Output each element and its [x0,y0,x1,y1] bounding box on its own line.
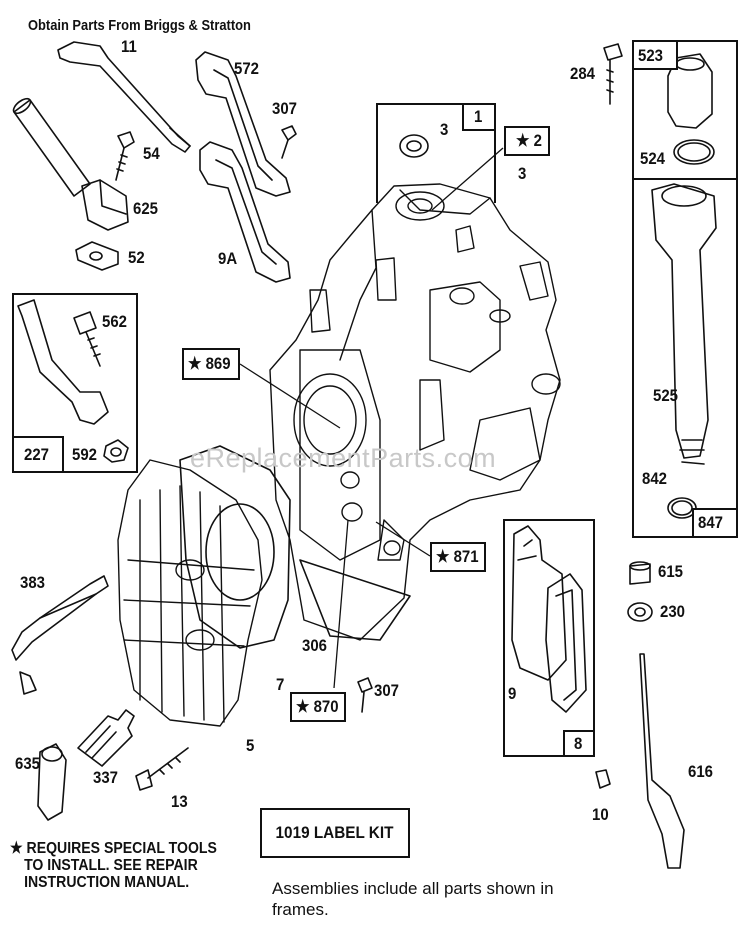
note-line-2: TO INSTALL. SEE REPAIR [24,857,198,874]
label-524: 524 [640,149,665,168]
plug-10 [595,769,611,789]
head-gasket [179,445,291,649]
frame-8 [503,519,595,757]
note-line-3: INSTRUCTION MANUAL. [24,874,190,891]
seal-230 [627,602,653,622]
label-kit-box: 1019 LABEL KIT [260,808,410,858]
boxed-text-847: 847 [698,513,723,532]
rod-616 [639,653,685,869]
label-383: 383 [20,573,45,592]
label-7: 7 [276,675,285,694]
note-line-1: ★ REQUIRES SPECIAL TOOLS [10,840,217,857]
label-9: 9 [508,684,517,703]
label-625: 625 [133,199,158,218]
boxed-text-227: 227 [24,445,49,464]
boxed-text-523: 523 [638,46,663,65]
assemblies-note: Assemblies include all parts shown in fr… [272,879,554,919]
cylinder-head-5 [117,459,263,727]
label-562: 562 [102,312,127,331]
bracket-625 [81,179,129,231]
boxed-text-8: 8 [574,734,583,753]
spark-plug-337 [77,709,135,767]
gasket-9a [199,141,291,283]
cap-524 [667,53,715,165]
boxed-text-2: ★ 2 [516,131,542,150]
boxed-label-523 [632,40,678,70]
boxed-text-869: ★ 869 [188,354,231,373]
boxed-label-869 [182,348,240,380]
label-230: 230 [660,602,685,621]
bolt-307-upper [281,125,297,159]
boxed-label-870 [290,692,346,722]
label-13: 13 [171,792,188,811]
label-5: 5 [246,736,255,755]
header-text: Obtain Parts From Briggs & Stratton [28,17,251,34]
dipstick-tube-11 [57,41,191,153]
boxed-label-871 [430,542,486,572]
boxed-text-1: 1 [474,107,483,126]
boxed-label-8 [563,730,595,757]
label-9a: 9A [218,249,238,268]
label-kit-text: 1019 LABEL KIT [276,823,394,842]
boxed-text-871: ★ 871 [436,547,479,566]
frame-227 [12,293,138,473]
oil-seal-3 [399,134,429,158]
label-3b: 3 [518,164,527,183]
bolt-307-lower [357,677,373,713]
frame-847 [632,178,738,538]
label-307-lower: 307 [374,681,399,700]
gasket-9 [511,525,567,681]
cap-615 [629,561,651,585]
boxed-text-870: ★ 870 [296,697,339,716]
boxed-label-2 [504,126,550,156]
cylinder-block [269,183,561,641]
label-615: 615 [658,562,683,581]
label-572: 572 [234,59,259,78]
label-284: 284 [570,64,595,83]
gasket-52 [75,241,119,271]
label-54: 54 [143,144,160,163]
gasket-306 [299,559,411,641]
label-52: 52 [128,248,145,267]
gasket-8 [545,573,587,713]
label-337: 337 [93,768,118,787]
nut-592 [103,439,129,463]
tool-383 [11,575,109,695]
boxed-label-1 [462,103,496,131]
label-635: 635 [15,754,40,773]
label-3a: 3 [440,120,449,139]
label-592: 592 [72,445,97,464]
label-842: 842 [642,469,667,488]
label-525: 525 [653,386,678,405]
bolt-13 [135,747,189,791]
bolt-54 [115,131,135,181]
boxed-label-227 [12,436,64,473]
watermark: eReplacementParts.com [190,443,497,473]
bracket-227 [17,299,109,425]
bolt-562 [73,311,101,367]
bolt-284 [603,43,623,105]
special-tools-note: ★ REQUIRES SPECIAL TOOLS TO INSTALL. SEE… [10,840,217,891]
gasket-572 [195,51,291,197]
breather-tube [12,97,91,197]
frame-1 [376,103,496,203]
boxed-label-847 [692,508,738,538]
label-11: 11 [121,37,137,56]
label-306: 306 [302,636,327,655]
spark-boot-635 [37,743,67,821]
label-307-upper: 307 [272,99,297,118]
label-616: 616 [688,762,713,781]
leader-lines [239,147,504,689]
label-10: 10 [592,805,609,824]
